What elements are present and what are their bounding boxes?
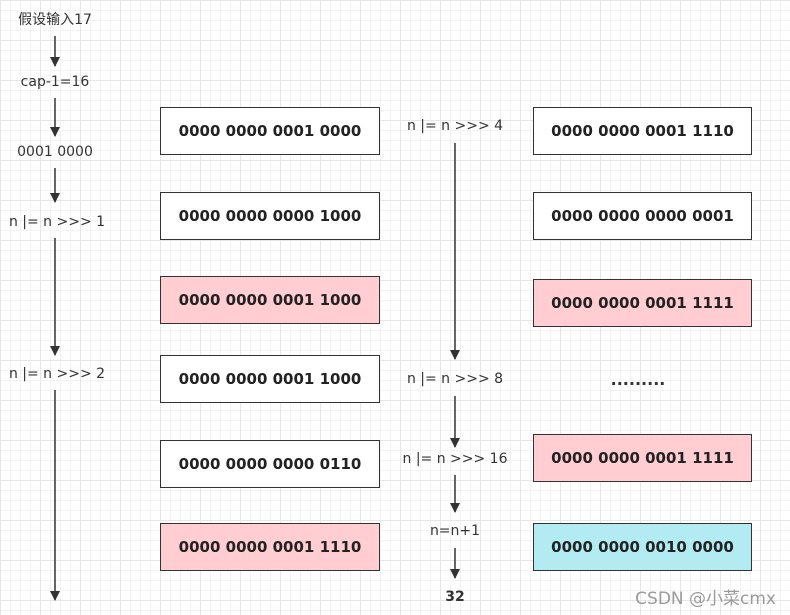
left-box-3: 0000 0000 0001 1000 (160, 276, 380, 324)
step-cap-minus-1: cap-1=16 (20, 74, 90, 90)
right-box-1: 0000 0000 0001 1110 (533, 107, 752, 155)
left-box-5: 0000 0000 0000 0110 (160, 440, 380, 488)
left-box-2: 0000 0000 0000 1000 (160, 192, 380, 240)
step-binary-16: 0001 0000 (17, 144, 93, 160)
watermark: CSDN @小菜cmx (635, 589, 776, 609)
step-shift-1: n |= n >>> 1 (8, 214, 106, 230)
right-box-4: 0000 0000 0001 1111 (533, 434, 752, 482)
step-shift-4: n |= n >>> 4 (406, 118, 504, 134)
step-shift-8: n |= n >>> 8 (406, 371, 504, 387)
right-box-3: 0000 0000 0001 1111 (533, 279, 752, 327)
left-box-4: 0000 0000 0001 1000 (160, 355, 380, 403)
result-value: 32 (445, 589, 465, 605)
step-assume-input: 假设输入17 (18, 12, 92, 28)
ellipsis: ......... (610, 370, 666, 389)
step-n-plus-1: n=n+1 (429, 523, 481, 539)
right-box-5: 0000 0000 0010 0000 (533, 523, 752, 571)
step-shift-2: n |= n >>> 2 (8, 366, 106, 382)
step-shift-16: n |= n >>> 16 (402, 451, 508, 467)
left-box-6: 0000 0000 0001 1110 (160, 523, 380, 571)
left-box-1: 0000 0000 0001 0000 (160, 107, 380, 155)
right-box-2: 0000 0000 0000 0001 (533, 192, 752, 240)
